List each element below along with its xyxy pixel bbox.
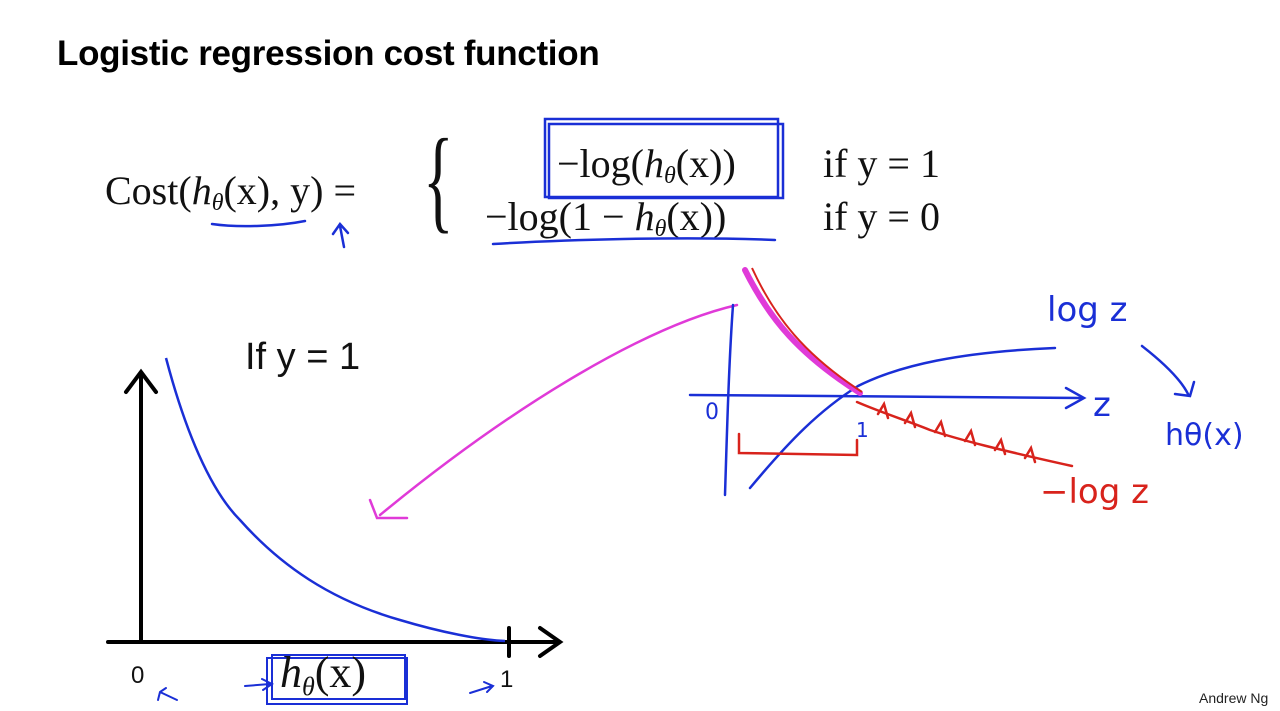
equals-sign: = xyxy=(333,168,357,213)
case2-expr: −log(1 − xyxy=(485,194,635,239)
log-z-curve xyxy=(748,346,1057,490)
case2-underline xyxy=(491,237,777,246)
neg-log-z-label: −log z xyxy=(1040,472,1149,512)
case2-h: h xyxy=(634,194,655,239)
formula-highlights xyxy=(210,117,785,249)
red-annotations xyxy=(737,400,1074,468)
case2-theta: θ xyxy=(654,216,667,242)
x-axis-theta: θ xyxy=(302,672,315,701)
cost-formula: Cost(hθ(x), y) = { −log(hθ(x)) −log(1 − … xyxy=(105,122,1005,260)
log-to-h-arrow xyxy=(1140,344,1196,398)
case-y0-expression: −log(1 − hθ(x)) xyxy=(485,193,726,243)
case-y0-condition: if y = 0 xyxy=(823,194,940,239)
case1-expr: −log( xyxy=(557,141,644,186)
x-axis-hand-arrows xyxy=(157,654,495,705)
sketch-axis-arrow xyxy=(1064,386,1087,410)
lhs-rest: (x), y) xyxy=(223,168,324,213)
case1-tail: (x)) xyxy=(675,141,736,186)
case1-highlight-box-outer xyxy=(547,122,785,200)
magenta-highlight-curve xyxy=(742,267,863,396)
h-underline xyxy=(210,219,307,228)
cost-curve xyxy=(164,357,506,643)
hx-highlight-box xyxy=(266,657,408,705)
lhs-h: h xyxy=(191,168,212,213)
cost-name: Cost xyxy=(105,168,179,213)
z-axis-label: z xyxy=(1093,385,1111,425)
case1-theta: θ xyxy=(664,163,676,189)
plot-axes xyxy=(106,368,564,658)
y-arrow xyxy=(331,221,350,249)
red-scribble-loops xyxy=(876,400,1037,464)
magenta-arrow xyxy=(368,303,739,520)
sketch-vertical-axis xyxy=(723,303,735,497)
interval-bracket xyxy=(737,432,859,457)
case2-tail: (x)) xyxy=(666,194,727,239)
case1-h: h xyxy=(644,141,664,186)
author-credit: Andrew Ng xyxy=(1199,690,1269,706)
arrow-near-one xyxy=(469,681,495,694)
red-continuation-scribble xyxy=(855,400,1074,468)
case-y1-condition: if y = 1 xyxy=(823,141,940,186)
arrow-near-zero xyxy=(157,687,178,701)
y-axis-arrowhead xyxy=(124,368,158,394)
sketch-origin-label: 0 xyxy=(705,400,719,425)
sketch-one-label: 1 xyxy=(856,418,869,442)
hx-highlight-box-outer xyxy=(271,654,406,700)
cases-brace: { xyxy=(423,116,454,244)
x-axis-arrowhead xyxy=(538,626,564,658)
lhs-theta: θ xyxy=(211,190,224,216)
x-axis-h: h xyxy=(280,648,302,697)
x-axis-tail: (x) xyxy=(314,648,367,697)
sketch-graph xyxy=(688,303,1196,497)
neg-log-z-curve xyxy=(751,267,863,393)
x-tick-label-one: 1 xyxy=(500,666,514,693)
formula-lhs: Cost(hθ(x), y) = xyxy=(105,168,357,216)
log-z-label: log z xyxy=(1047,290,1128,330)
case1-highlight-box xyxy=(543,117,780,199)
sketch-horizontal-axis xyxy=(688,393,1084,400)
x-tick-label-zero: 0 xyxy=(131,662,145,689)
x-axis-label: hθ(x) xyxy=(280,647,366,702)
case-y1-expression: −log(hθ(x)) xyxy=(557,140,736,190)
plot-condition-label: If y = 1 xyxy=(245,336,361,378)
slide-title: Logistic regression cost function xyxy=(57,34,600,73)
h-theta-x-label: hθ(x) xyxy=(1165,418,1244,453)
